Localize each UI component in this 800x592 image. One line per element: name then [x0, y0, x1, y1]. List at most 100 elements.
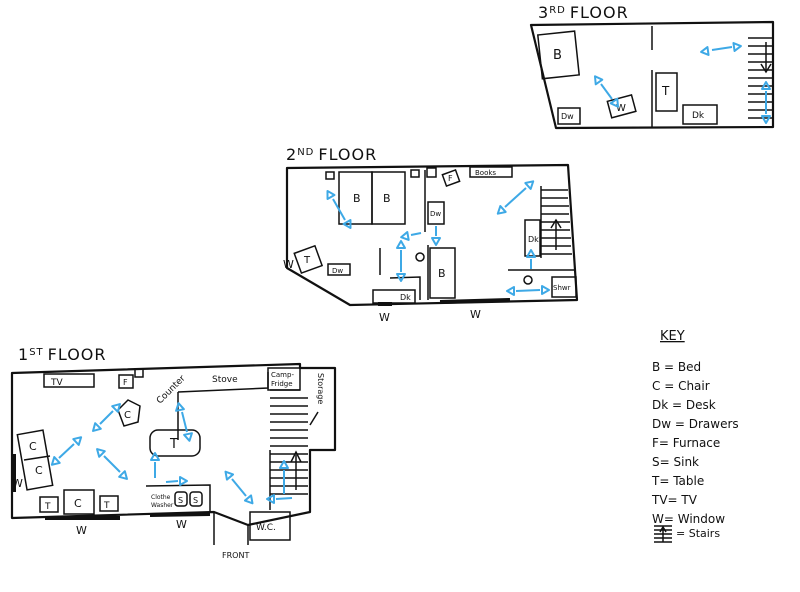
first-floor-window-bottom-2: [149, 512, 211, 517]
first-floor-storage-door: [309, 411, 319, 426]
second-floor-bed-2: [371, 171, 406, 225]
first-floor-tv-label: TV: [50, 378, 63, 388]
second-floor-bed-1-label: B: [353, 192, 361, 205]
first-floor-walls: [10, 362, 337, 527]
third-floor-bed: [536, 30, 581, 80]
second-floor-window-2-label: W: [470, 308, 481, 321]
third-floor-desk: [682, 104, 718, 125]
first-floor-table-small-2: [99, 495, 119, 512]
third-floor-arrows: [590, 41, 771, 124]
first-floor-storage-label: Storage: [316, 373, 325, 404]
second-floor-drawers-2-label: Dw: [332, 267, 343, 275]
first-floor-chair-bottom-label: C: [74, 497, 82, 510]
first-floor-wc-label: W.C.: [256, 523, 276, 533]
first-floor-stairs: [270, 397, 308, 495]
second-floor-sink-2: [523, 275, 533, 285]
second-floor-window-3-label: W: [283, 258, 294, 271]
first-floor-stove-label: Stove: [212, 375, 238, 385]
second-floor-bed-3-label: B: [438, 267, 446, 280]
third-floor-bed-label: B: [553, 48, 562, 63]
second-floor-furnace-label: F: [448, 174, 453, 183]
second-floor-sink-1: [415, 252, 425, 262]
first-floor-furnace-label: F: [123, 378, 128, 387]
first-floor-table-small-1-label: T: [44, 502, 51, 512]
first-floor-arrows: [48, 400, 293, 507]
second-floor-drawers-1-label: Dw: [430, 210, 441, 218]
first-floor-furnace: [118, 374, 134, 389]
first-floor-sink-2-label: S: [193, 496, 198, 505]
third-floor-drawers-label: Dw: [561, 112, 574, 121]
key-item-drawers: Dw = Drawers: [652, 417, 739, 431]
third-floor-drawers: [557, 107, 581, 125]
second-floor-desk-2-label: Dk: [528, 235, 539, 244]
second-floor-window-2: [439, 298, 511, 304]
first-floor-window-bottom-2-label: W: [176, 518, 187, 531]
key-item-desk: Dk = Desk: [652, 398, 716, 412]
third-floor-w-label: W: [616, 103, 626, 114]
second-floor-bed-2-label: B: [383, 192, 391, 205]
first-floor-wc: [249, 511, 291, 541]
first-floor-table-label: T: [169, 437, 178, 452]
key-item-tv: TV= TV: [651, 493, 698, 507]
second-floor-desk-1: [372, 289, 416, 304]
second-floor-table: [293, 244, 324, 275]
first-floor-sink-1-label: S: [178, 496, 183, 505]
key-item-chair: C = Chair: [652, 379, 710, 393]
first-floor-vent: [134, 368, 144, 378]
first-floor-chair-stack-left: [16, 429, 54, 491]
second-floor-arrows: [323, 177, 550, 296]
key-item-window: W= Window: [652, 512, 725, 526]
first-floor-chair-center: [117, 399, 141, 427]
first-floor-chair-left-1-label: C: [29, 440, 37, 453]
second-floor-nightstand-1: [325, 171, 335, 180]
first-floor-front-label: FRONT: [222, 551, 249, 560]
second-floor-window-1-label: W: [379, 311, 390, 324]
first-floor-window-bottom-1-label: W: [76, 524, 87, 537]
first-floor-tv: [43, 373, 95, 388]
first-floor-chair-center-label: C: [124, 410, 131, 421]
first-floor-washer-label-1: Clothe: [151, 494, 171, 501]
key-title: KEY: [660, 329, 685, 344]
third-floor-table: [655, 72, 678, 112]
second-floor-interior-walls: [379, 170, 574, 300]
second-floor-vent: [426, 167, 437, 178]
first-floor-window-left-label: W: [12, 477, 23, 490]
key-item-stairs: = Stairs: [676, 527, 720, 540]
second-floor-bed-3: [429, 247, 456, 299]
first-floor-washer-label-2: Washer: [151, 502, 174, 509]
third-floor-table-label: T: [661, 84, 670, 98]
key-item-table: T= Table: [651, 474, 704, 488]
second-floor-books: [469, 166, 513, 178]
second-floor-nightstand-2: [410, 169, 420, 178]
first-floor-camp-fridge-label-2: Fridge: [271, 380, 293, 388]
second-floor-shower-label: Shwr: [553, 284, 571, 292]
second-floor-furnace: [441, 169, 461, 187]
first-floor-sink-2: [189, 491, 203, 507]
first-floor-chair-stack-divider: [23, 455, 51, 461]
first-floor-table-small-2-label: T: [103, 501, 110, 511]
key-legend: KEY B = Bed C = Chair Dk = Desk Dw = Dra…: [651, 329, 739, 543]
first-floor-camp-fridge-label-1: Camp-: [271, 371, 294, 379]
second-floor-books-label: Books: [475, 169, 496, 177]
second-floor-drawers-1: [427, 201, 445, 225]
third-floor-stairs: [748, 37, 772, 119]
third-floor-walls: [529, 20, 775, 130]
key-stairs-icon: [654, 525, 672, 543]
second-floor-shower: [551, 276, 577, 298]
first-floor-counter-label: Counter: [155, 374, 188, 407]
first-floor-table: [149, 429, 201, 457]
first-floor-sink-1: [174, 491, 188, 507]
second-floor-table-label: T: [303, 255, 311, 266]
second-floor-desk-1-label: Dk: [400, 293, 411, 302]
third-floor-desk-label: Dk: [692, 111, 705, 121]
first-floor-table-small-1: [39, 496, 59, 513]
key-item-furnace: F= Furnace: [652, 436, 720, 450]
first-floor-chair-bottom: [63, 489, 95, 515]
